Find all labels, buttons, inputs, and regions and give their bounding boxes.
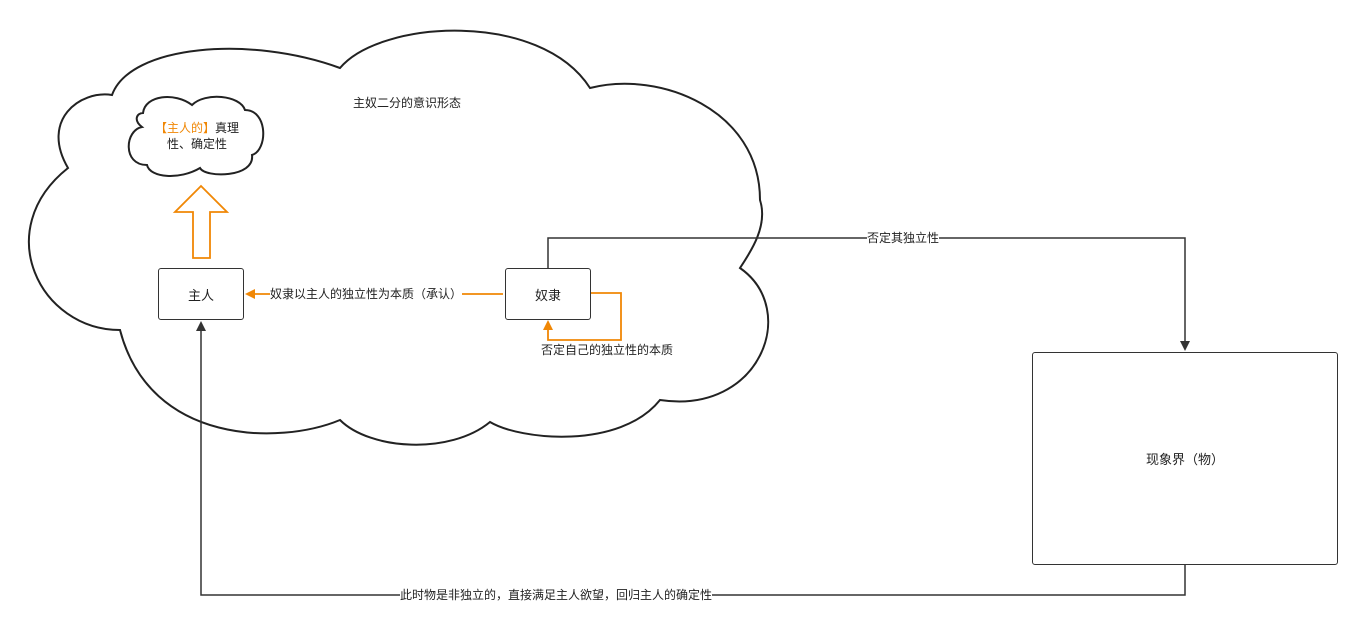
- truth-cloud-highlight: 【主人的】: [154, 121, 215, 135]
- master-node-label: 主人: [187, 288, 214, 304]
- phenomenal-world-node[interactable]: 现象界（物）: [1032, 352, 1338, 565]
- edge-slave-self-negation: [543, 292, 622, 341]
- truth-cloud: [127, 95, 265, 177]
- hollow-up-arrow: [172, 184, 230, 259]
- phenomenal-world-node-label: 现象界（物）: [1145, 453, 1224, 468]
- slave-node[interactable]: 奴隶: [505, 268, 591, 320]
- truth-cloud-text: 【主人的】真理 性、确定性: [142, 120, 252, 152]
- truth-cloud-line1: 【主人的】真理: [142, 120, 252, 136]
- truth-cloud-line1-rest: 真理: [215, 121, 240, 135]
- edge-label-slave-to-world: 否定其独立性: [867, 231, 940, 245]
- edge-label-slave-self-negation: 否定自己的独立性的本质: [541, 343, 674, 357]
- truth-cloud-line2: 性、确定性: [166, 137, 227, 151]
- slave-node-label: 奴隶: [534, 288, 561, 304]
- edge-slave-to-world: [547, 237, 1190, 351]
- ideology-cloud-title: 主奴二分的意识形态: [353, 96, 462, 110]
- master-node[interactable]: 主人: [158, 268, 244, 320]
- edge-label-world-to-master: 此时物是非独立的，直接满足主人欲望，回归主人的确定性: [400, 588, 713, 602]
- edge-label-slave-to-master: 奴隶以主人的独立性为本质（承认）: [270, 287, 463, 301]
